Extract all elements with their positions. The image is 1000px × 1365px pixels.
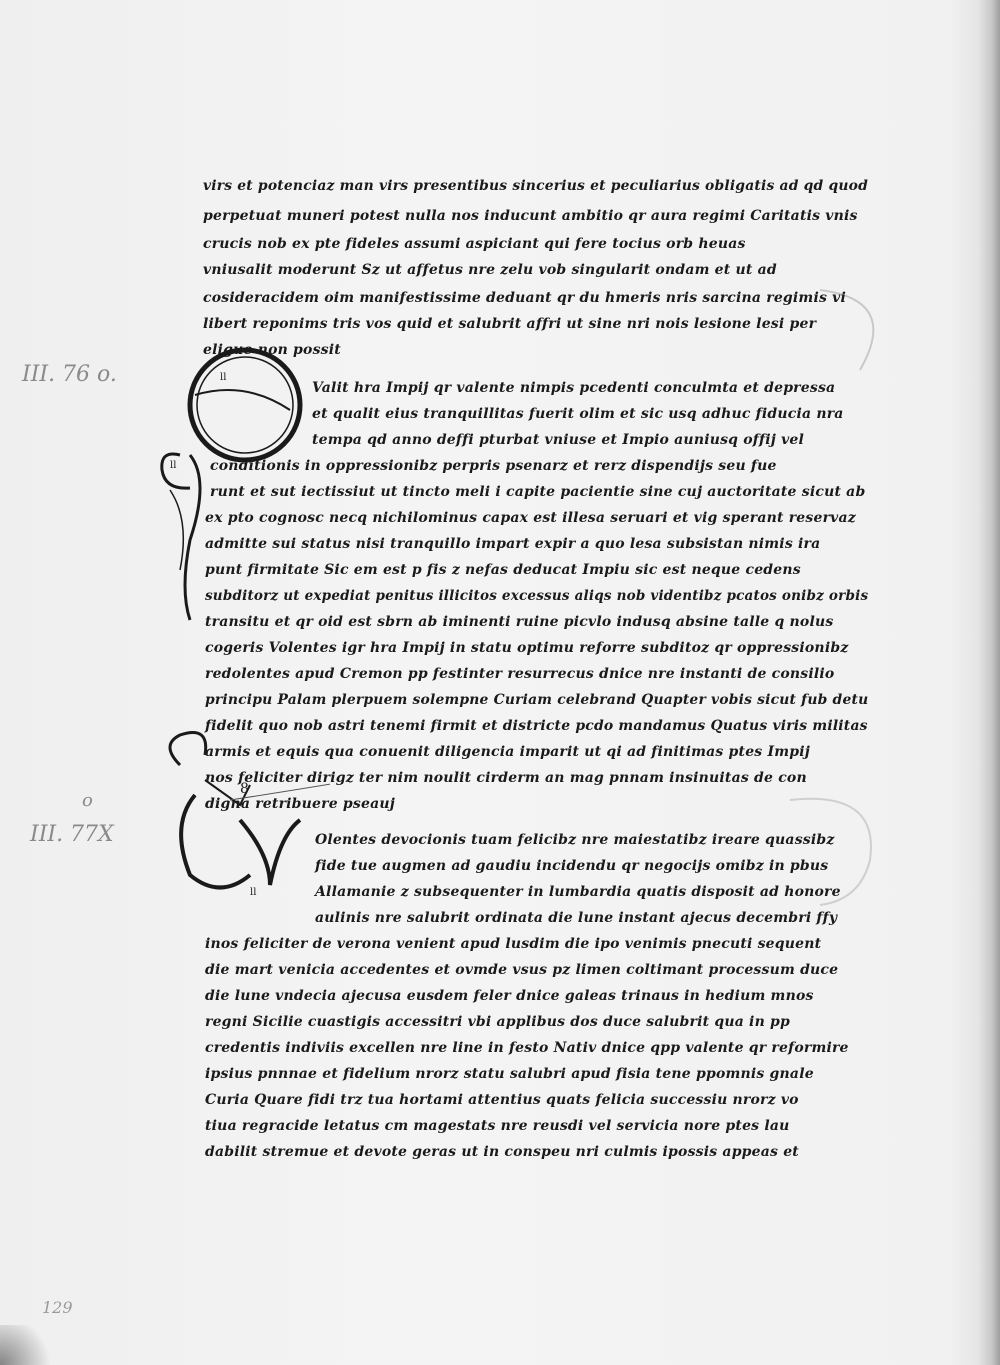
para2-line: tempa qd anno deffi pturbat vniuse et Im… bbox=[312, 432, 805, 448]
para2-line: armis et equis qua conuenit diligencia i… bbox=[205, 744, 810, 760]
para2-line: transitu et qr oid est sbrn ab iminenti … bbox=[205, 614, 834, 630]
para2-line: cogeris Volentes igr hra Impij in statu … bbox=[205, 640, 849, 656]
para2-line: digna retribuere pseauj bbox=[205, 796, 395, 812]
svg-text:ll: ll bbox=[170, 460, 176, 471]
para2-line: ex pto cognosc necq nichilominus capax e… bbox=[205, 510, 856, 526]
margin-note-2-top: o bbox=[82, 790, 93, 811]
para2-line: principu Palam plerpuem solempne Curiam … bbox=[205, 692, 869, 708]
decorated-initial-q: ll ll bbox=[150, 340, 310, 634]
para3-line: Allamanie z subsequenter in lumbardia qu… bbox=[315, 884, 841, 900]
para3-line: Olentes devocionis tuam felicibz nre mai… bbox=[315, 832, 835, 848]
para1-line: vniusalit moderunt Sz ut affetus nre zel… bbox=[203, 262, 777, 278]
para1-line: perpetuat muneri potest nulla nos inducu… bbox=[203, 208, 858, 224]
para1-line: virs et potenciaz man virs presentibus s… bbox=[203, 178, 868, 194]
para3-line: die mart venicia accedentes et ovmde vsu… bbox=[205, 962, 839, 978]
para3-line: tiua regracide letatus cm magestats nre … bbox=[205, 1118, 790, 1134]
page-edge-shadow bbox=[978, 0, 1000, 1365]
margin-note-2: III. 77X bbox=[30, 822, 114, 847]
para1-line: libert reponims tris vos quid et salubri… bbox=[203, 316, 817, 332]
para2-line: fidelit quo nob astri tenemi firmit et d… bbox=[205, 718, 868, 734]
para3-line: credentis indiviis excellen nre line in … bbox=[205, 1040, 849, 1056]
para2-line: admitte sui status nisi tranquillo impar… bbox=[205, 536, 821, 552]
para3-line: inos feliciter de verona venient apud lu… bbox=[205, 936, 822, 952]
para3-line: aulinis nre salubrit ordinata die lune i… bbox=[315, 910, 838, 926]
para2-line: redolentes apud Cremon pp festinter resu… bbox=[205, 666, 835, 682]
para2-line: punt firmitate Sic em est p fis z nefas … bbox=[205, 562, 801, 578]
para3-line: die lune vndecia ajecusa eusdem feler dn… bbox=[205, 988, 814, 1004]
margin-note-1: III. 76 o. bbox=[22, 362, 117, 387]
para3-line: Curia Quare fidi trz tua hortami attenti… bbox=[205, 1092, 799, 1108]
para3-line: regni Sicilie cuastigis accessitri vbi a… bbox=[205, 1014, 791, 1030]
para2-line: subditorz ut expediat penitus illicitos … bbox=[205, 588, 869, 604]
para2-line: nos feliciter dirigz ter nim noulit cird… bbox=[205, 770, 807, 786]
para3-line: ipsius pnnnae et fidelium nrorz statu sa… bbox=[205, 1066, 814, 1082]
para2-line: Valit hra Impij qr valente nimpis pceden… bbox=[312, 380, 836, 396]
para2-line: et qualit eius tranquillitas fuerit olim… bbox=[312, 406, 844, 422]
svg-text:8: 8 bbox=[240, 781, 249, 797]
para2-line: runt et sut iectissiut ut tincto meli i … bbox=[210, 484, 866, 500]
para1-line: crucis nob ex pte fideles assumi aspicia… bbox=[203, 236, 746, 252]
para1-line: cosideracidem oim manifestissime deduant… bbox=[203, 290, 846, 306]
para3-line: fide tue augmen ad gaudiu incidendu qr n… bbox=[315, 858, 829, 874]
para3-line: dabilit stremue et devote geras ut in co… bbox=[205, 1144, 799, 1160]
svg-text:ll: ll bbox=[220, 372, 226, 383]
para2-line: conditionis in oppressionibz perpris pse… bbox=[210, 458, 777, 474]
folio-number: 129 bbox=[42, 1298, 73, 1317]
svg-text:ll: ll bbox=[250, 887, 256, 898]
corner-shadow bbox=[0, 1325, 60, 1365]
para1-line: eligue non possit bbox=[203, 342, 341, 358]
initial-q-icon: ll ll bbox=[160, 347, 303, 621]
